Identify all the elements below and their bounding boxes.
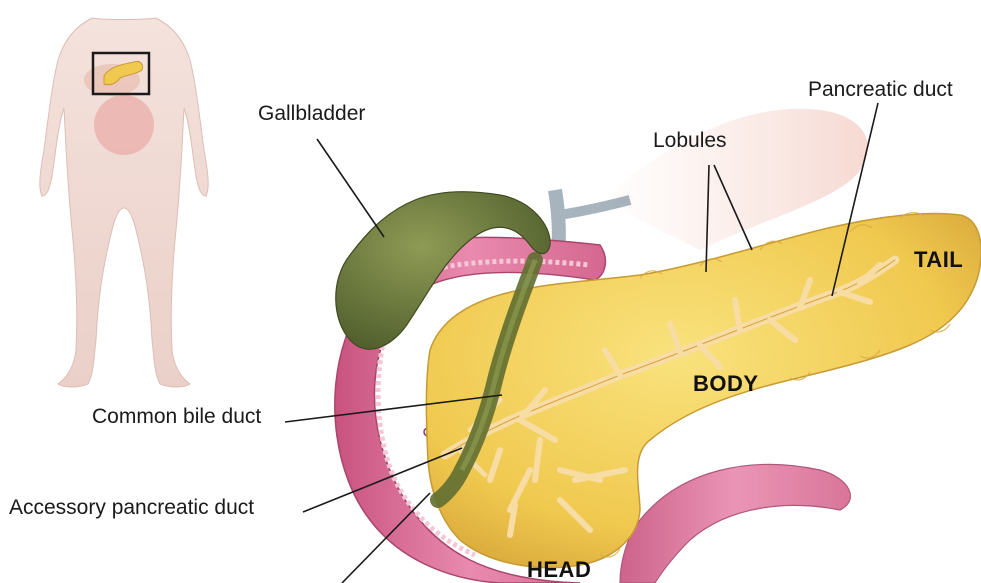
jejunum	[620, 464, 850, 583]
label-pancreatic-duct: Pancreatic duct	[808, 79, 953, 100]
label-tail: TAIL	[914, 249, 963, 271]
label-accessory-pancreatic-duct: Accessory pancreatic duct	[9, 497, 254, 518]
label-common-bile-duct: Common bile duct	[92, 406, 261, 427]
label-head: HEAD	[527, 559, 591, 581]
label-lobules: Lobules	[653, 130, 727, 151]
label-gallbladder: Gallbladder	[258, 103, 365, 124]
intestines	[94, 95, 154, 155]
body-silhouette-inset	[40, 18, 208, 387]
label-body: BODY	[693, 373, 759, 395]
leader-gallbladder	[317, 139, 384, 237]
